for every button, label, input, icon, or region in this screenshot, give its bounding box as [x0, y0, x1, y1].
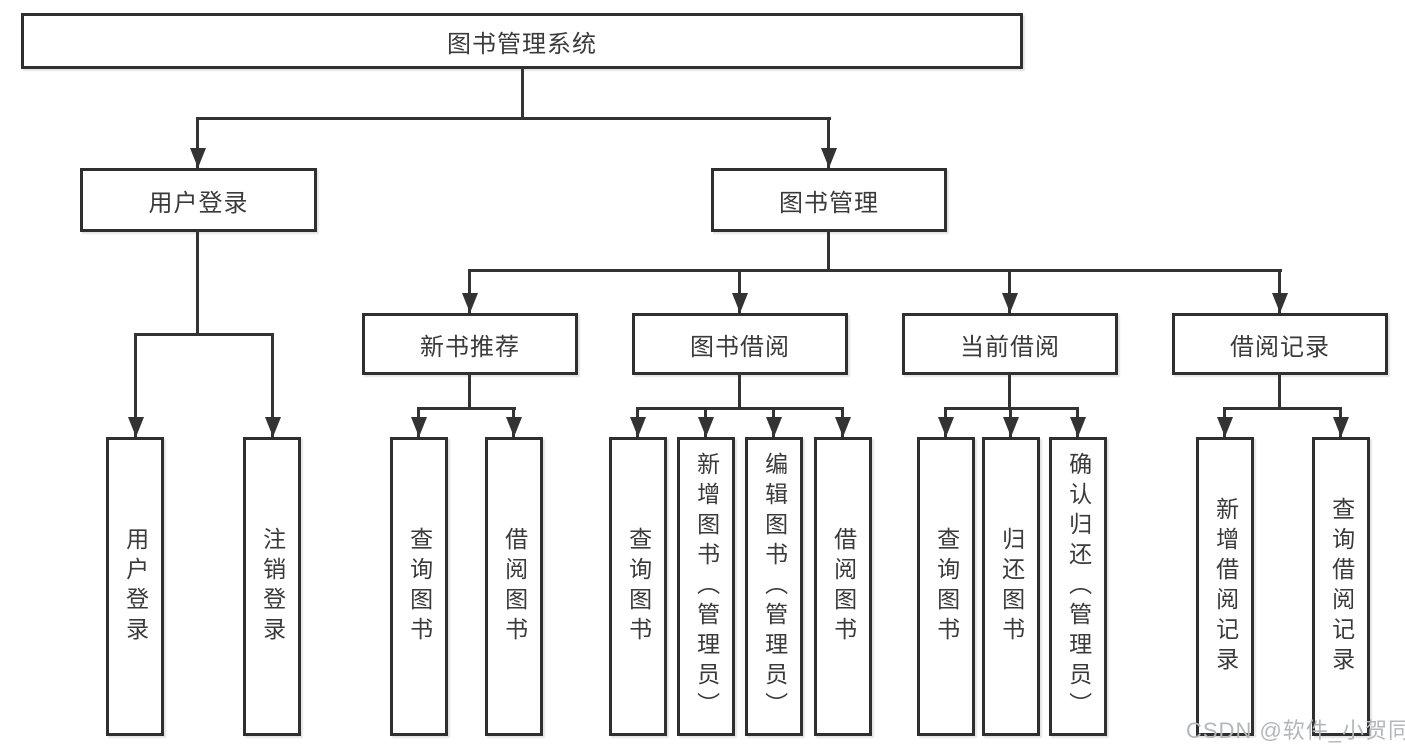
node-borrowing-records: 借阅记录: [1172, 313, 1388, 375]
leaf-user-login: 用户登录: [106, 437, 164, 736]
node-current-borrowing: 当前借阅: [902, 313, 1118, 375]
arrow-down: [196, 117, 199, 168]
connector-line: [1223, 407, 1342, 410]
arrow-down: [944, 407, 947, 437]
arrow-down: [417, 407, 420, 437]
leaf-query-books: 查询图书: [609, 437, 667, 736]
leaf-borrow-books: 借阅图书: [814, 437, 872, 736]
leaf-logout: 注销登录: [243, 437, 301, 736]
leaf-query-books-label: 查询图书: [933, 526, 960, 647]
connector-line: [1008, 373, 1011, 410]
leaf-add-borrow-record-label: 新增借阅记录: [1212, 496, 1239, 677]
leaf-query-borrow-record-label: 查询借阅记录: [1328, 496, 1355, 677]
node-root-label: 图书管理系统: [447, 30, 597, 58]
leaf-borrow-books: 借阅图书: [485, 437, 543, 736]
connector-line: [827, 230, 830, 272]
arrow-down: [1008, 269, 1011, 313]
leaf-add-books-admin: 新增图书（管理员）: [677, 437, 735, 736]
node-new-book-recommendation-label: 新书推荐: [420, 333, 520, 361]
node-user-login-label: 用户登录: [148, 189, 249, 217]
arrow-down: [1009, 407, 1012, 437]
connector-line: [197, 117, 831, 120]
leaf-query-books-label: 查询图书: [625, 526, 652, 647]
leaf-return-books-label: 归还图书: [998, 526, 1025, 647]
connector-line: [196, 230, 199, 335]
node-borrowing-records-label: 借阅记录: [1230, 333, 1330, 361]
arrow-down: [841, 407, 844, 437]
leaf-edit-books-admin-label: 编辑图书（管理员）: [761, 451, 788, 722]
leaf-confirm-return-admin-label: 确认归还（管理员）: [1065, 451, 1092, 722]
leaf-query-books: 查询图书: [390, 437, 448, 736]
arrow-down: [636, 407, 639, 437]
arrow-down: [1339, 407, 1342, 437]
leaf-query-books-label: 查询图书: [406, 526, 433, 647]
node-root: 图书管理系统: [21, 13, 1023, 69]
node-new-book-recommendation: 新书推荐: [362, 313, 578, 375]
leaf-borrow-books-label: 借阅图书: [501, 526, 528, 647]
leaf-logout-label: 注销登录: [259, 526, 286, 647]
leaf-query-borrow-record: 查询借阅记录: [1312, 437, 1370, 736]
arrow-down: [772, 407, 775, 437]
arrow-down: [134, 333, 137, 437]
connector-line: [738, 373, 741, 410]
arrow-down: [738, 269, 741, 313]
arrow-down: [468, 269, 471, 313]
connector-line: [468, 269, 1282, 272]
connector-line: [468, 373, 471, 410]
csdn-watermark: CSDN @软件_小贺同学: [1186, 718, 1405, 743]
arrow-down: [1223, 407, 1226, 437]
connector-line: [636, 407, 844, 410]
leaf-borrow-books-label: 借阅图书: [830, 526, 857, 647]
connector-line: [417, 407, 516, 410]
leaf-user-login-label: 用户登录: [122, 526, 149, 647]
node-user-login: 用户登录: [80, 168, 317, 232]
node-current-borrowing-label: 当前借阅: [960, 333, 1060, 361]
leaf-return-books: 归还图书: [982, 437, 1040, 736]
leaf-add-books-admin-label: 新增图书（管理员）: [693, 451, 720, 722]
connector-line: [134, 333, 274, 336]
leaf-query-books: 查询图书: [917, 437, 975, 736]
arrow-down: [1278, 269, 1281, 313]
leaf-confirm-return-admin: 确认归还（管理员）: [1049, 437, 1107, 736]
arrow-down: [704, 407, 707, 437]
arrow-down: [512, 407, 515, 437]
arrow-down: [271, 333, 274, 437]
node-book-borrowing: 图书借阅: [632, 313, 848, 375]
connector-line: [521, 66, 524, 119]
node-book-management: 图书管理: [711, 168, 947, 232]
leaf-add-borrow-record: 新增借阅记录: [1196, 437, 1254, 736]
arrow-down: [1076, 407, 1079, 437]
connector-line: [1278, 373, 1281, 410]
node-book-borrowing-label: 图书借阅: [690, 333, 790, 361]
arrow-down: [827, 117, 830, 168]
node-book-management-label: 图书管理: [779, 189, 879, 217]
leaf-edit-books-admin: 编辑图书（管理员）: [745, 437, 803, 736]
